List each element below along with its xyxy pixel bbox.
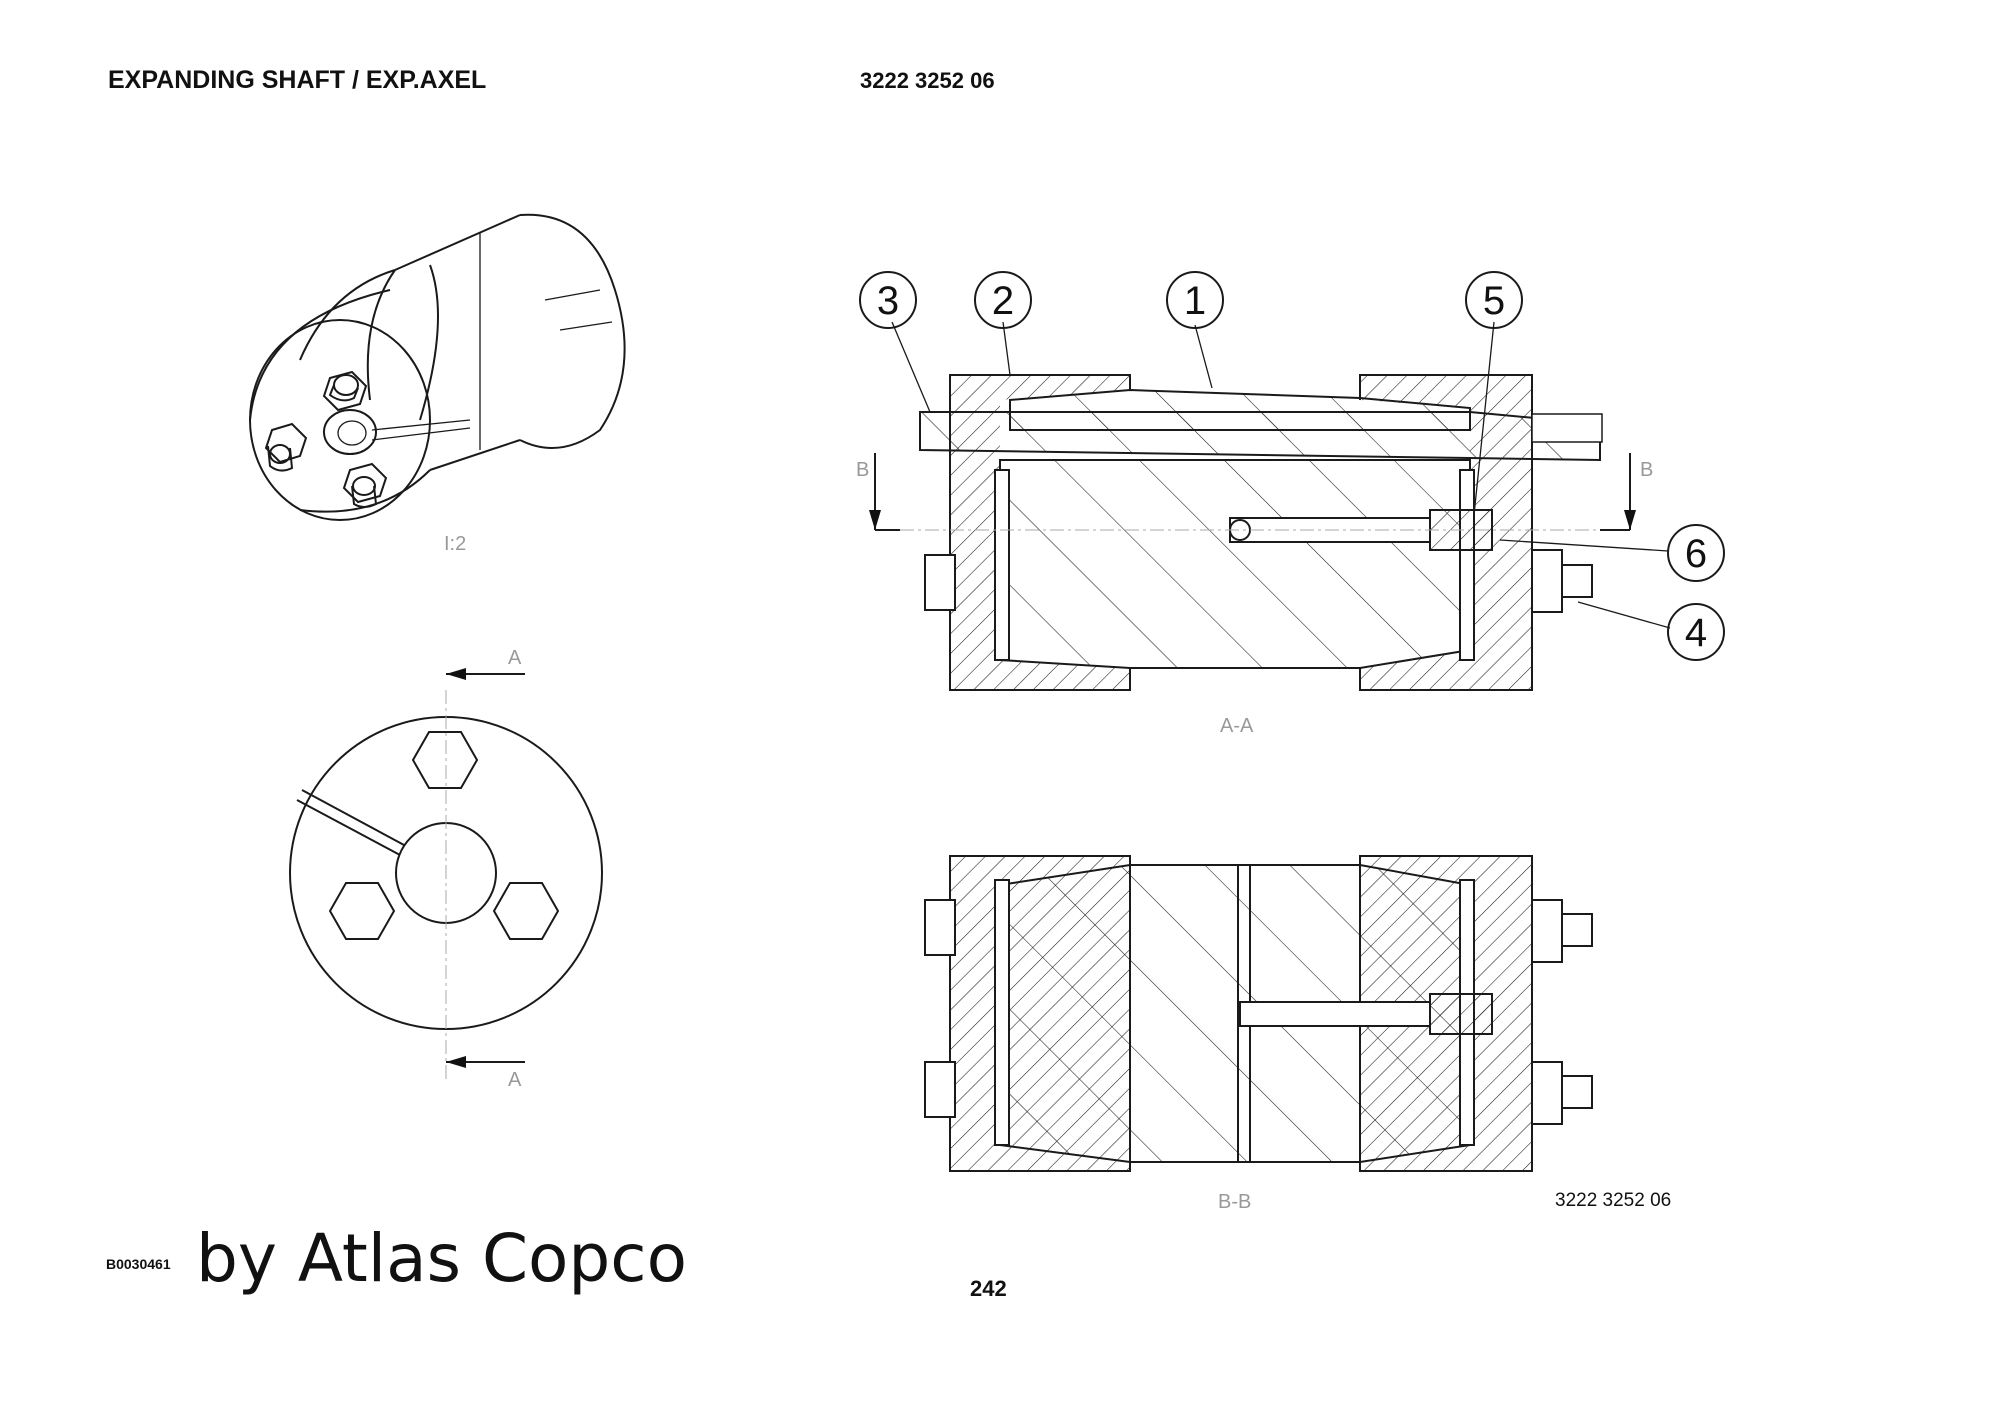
section-mark-a-top: A: [508, 647, 522, 669]
hex-nut-left-icon: [328, 882, 396, 940]
section-b-b-label: B-B: [1218, 1191, 1251, 1213]
section-arrow-icon: [446, 1056, 466, 1068]
iso-view-label: I:2: [444, 533, 466, 555]
page-number: 242: [970, 1276, 1007, 1301]
callout-2-label: 2: [992, 279, 1014, 323]
callout-4-label: 4: [1685, 611, 1707, 655]
figure-code: B0030461: [106, 1256, 171, 1272]
section-arrow-icon: [869, 510, 881, 530]
document-number: 3222 3252 06: [860, 68, 995, 93]
callout-5-label: 5: [1483, 279, 1505, 323]
hex-nut-top-icon: [411, 731, 479, 789]
section-mark-b-right: B: [1640, 459, 1653, 481]
bolt-bottom-icon: [342, 462, 388, 508]
section-arrow-icon: [1624, 510, 1636, 530]
callout-6-label: 6: [1685, 532, 1707, 576]
end-view: A A: [289, 647, 603, 1091]
hex-nut-right-icon: [492, 882, 560, 940]
bolt-top-icon: [322, 370, 368, 412]
section-a-a-view: B B A-A: [856, 374, 1653, 737]
section-mark-b-left: B: [856, 459, 869, 481]
drawing-number: 3222 3252 06: [1555, 1190, 1672, 1211]
isometric-view: I:2: [249, 213, 626, 555]
section-b-b-view: B-B: [924, 855, 1593, 1213]
bolt-left-icon: [264, 422, 308, 472]
callout-1-label: 1: [1184, 279, 1206, 323]
callout-1: 1: [1166, 271, 1224, 329]
brand-text: by Atlas Copco: [196, 1220, 687, 1297]
callout-5: 5: [1465, 271, 1523, 329]
section-a-a-label: A-A: [1220, 715, 1254, 737]
callout-6: 6: [1667, 524, 1725, 582]
page-title: EXPANDING SHAFT / EXP.AXEL: [108, 66, 487, 94]
callout-3-label: 3: [877, 279, 899, 323]
callout-4: 4: [1667, 603, 1725, 661]
section-arrow-icon: [446, 668, 466, 680]
section-mark-a-bottom: A: [508, 1069, 522, 1091]
callout-2: 2: [974, 271, 1032, 329]
callout-leaders: [891, 321, 1671, 629]
callout-3: 3: [859, 271, 917, 329]
